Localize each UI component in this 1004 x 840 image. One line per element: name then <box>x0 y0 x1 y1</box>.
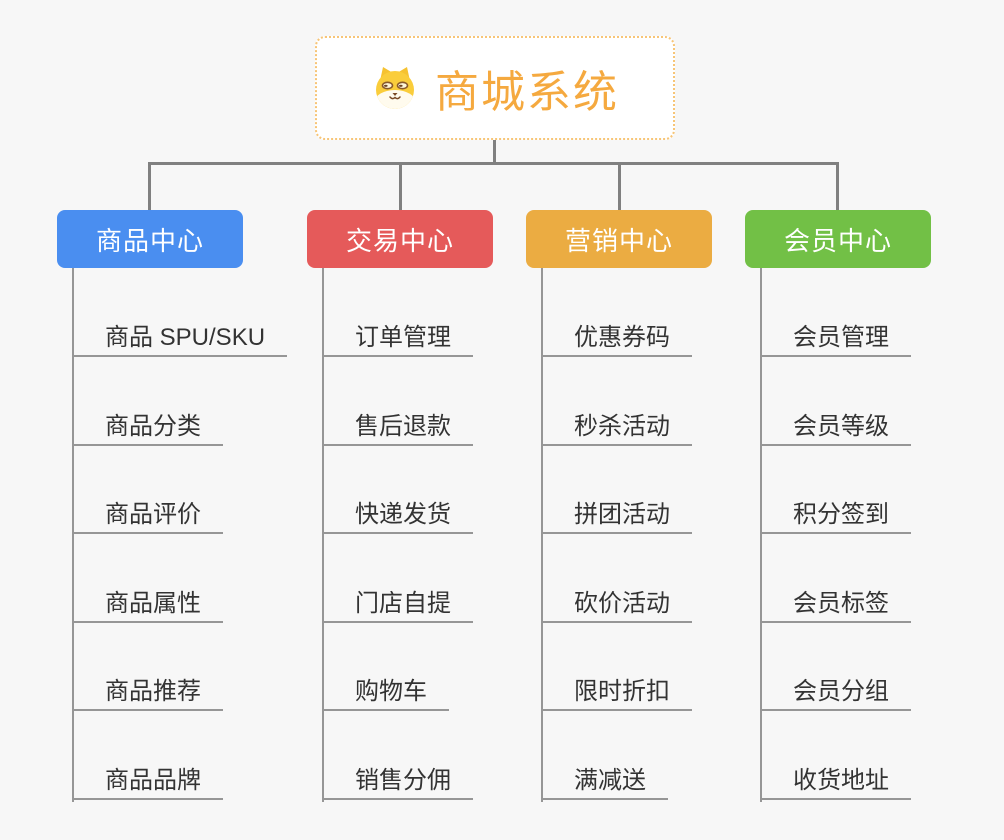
tree-item[interactable]: 限时折扣 <box>541 675 692 711</box>
tree-item[interactable]: 快递发货 <box>322 498 473 534</box>
tree-item[interactable]: 商品品牌 <box>72 764 223 800</box>
branch-spine <box>322 268 324 802</box>
tree-item[interactable]: 收货地址 <box>760 764 911 800</box>
tree-item[interactable]: 砍价活动 <box>541 587 692 623</box>
tree-item[interactable]: 秒杀活动 <box>541 410 692 446</box>
branch-spine <box>760 268 762 802</box>
branch-member-center: 会员中心 会员管理 会员等级 积分签到 会员标签 会员分组 收货地址 <box>745 210 985 810</box>
branch-header-product-center[interactable]: 商品中心 <box>57 210 243 268</box>
tree-item[interactable]: 会员标签 <box>760 587 911 623</box>
tree-item[interactable]: 商品评价 <box>72 498 223 534</box>
tree-item[interactable]: 商品属性 <box>72 587 223 623</box>
connector-drop-member <box>836 162 839 210</box>
tree-item[interactable]: 满减送 <box>541 764 668 800</box>
tree-item[interactable]: 商品推荐 <box>72 675 223 711</box>
tree-item[interactable]: 商品 SPU/SKU <box>72 321 288 357</box>
tree-item[interactable]: 会员分组 <box>760 675 911 711</box>
tree-item[interactable]: 优惠券码 <box>541 321 692 357</box>
tree-item[interactable]: 售后退款 <box>322 410 473 446</box>
branch-product-center: 商品中心 商品 SPU/SKU 商品分类 商品评价 商品属性 商品推荐 商品品牌 <box>57 210 297 810</box>
tree-item[interactable]: 会员等级 <box>760 410 911 446</box>
branch-marketing-center: 营销中心 优惠券码 秒杀活动 拼团活动 砍价活动 限时折扣 满减送 <box>526 210 766 810</box>
dog-face-icon <box>371 64 419 112</box>
root-title: 商城系统 <box>435 68 619 117</box>
branch-header-marketing-center[interactable]: 营销中心 <box>526 210 712 268</box>
connector-drop-marketing <box>618 162 621 210</box>
tree-item[interactable]: 商品分类 <box>72 410 223 446</box>
connector-root-drop <box>493 140 496 165</box>
root-node[interactable]: 商城系统 <box>315 36 675 140</box>
branch-header-trade-center[interactable]: 交易中心 <box>307 210 493 268</box>
tree-item[interactable]: 订单管理 <box>322 321 473 357</box>
connector-bus <box>148 162 839 165</box>
tree-item[interactable]: 门店自提 <box>322 587 473 623</box>
branch-spine <box>541 268 543 802</box>
connector-drop-trade <box>399 162 402 210</box>
tree-item[interactable]: 拼团活动 <box>541 498 692 534</box>
tree-item[interactable]: 会员管理 <box>760 321 911 357</box>
branch-spine <box>72 268 74 802</box>
connector-drop-product <box>148 162 151 210</box>
branch-trade-center: 交易中心 订单管理 售后退款 快递发货 门店自提 购物车 销售分佣 <box>307 210 547 810</box>
branch-header-member-center[interactable]: 会员中心 <box>745 210 931 268</box>
tree-item[interactable]: 销售分佣 <box>322 764 473 800</box>
tree-item[interactable]: 购物车 <box>322 675 449 711</box>
tree-item[interactable]: 积分签到 <box>760 498 911 534</box>
